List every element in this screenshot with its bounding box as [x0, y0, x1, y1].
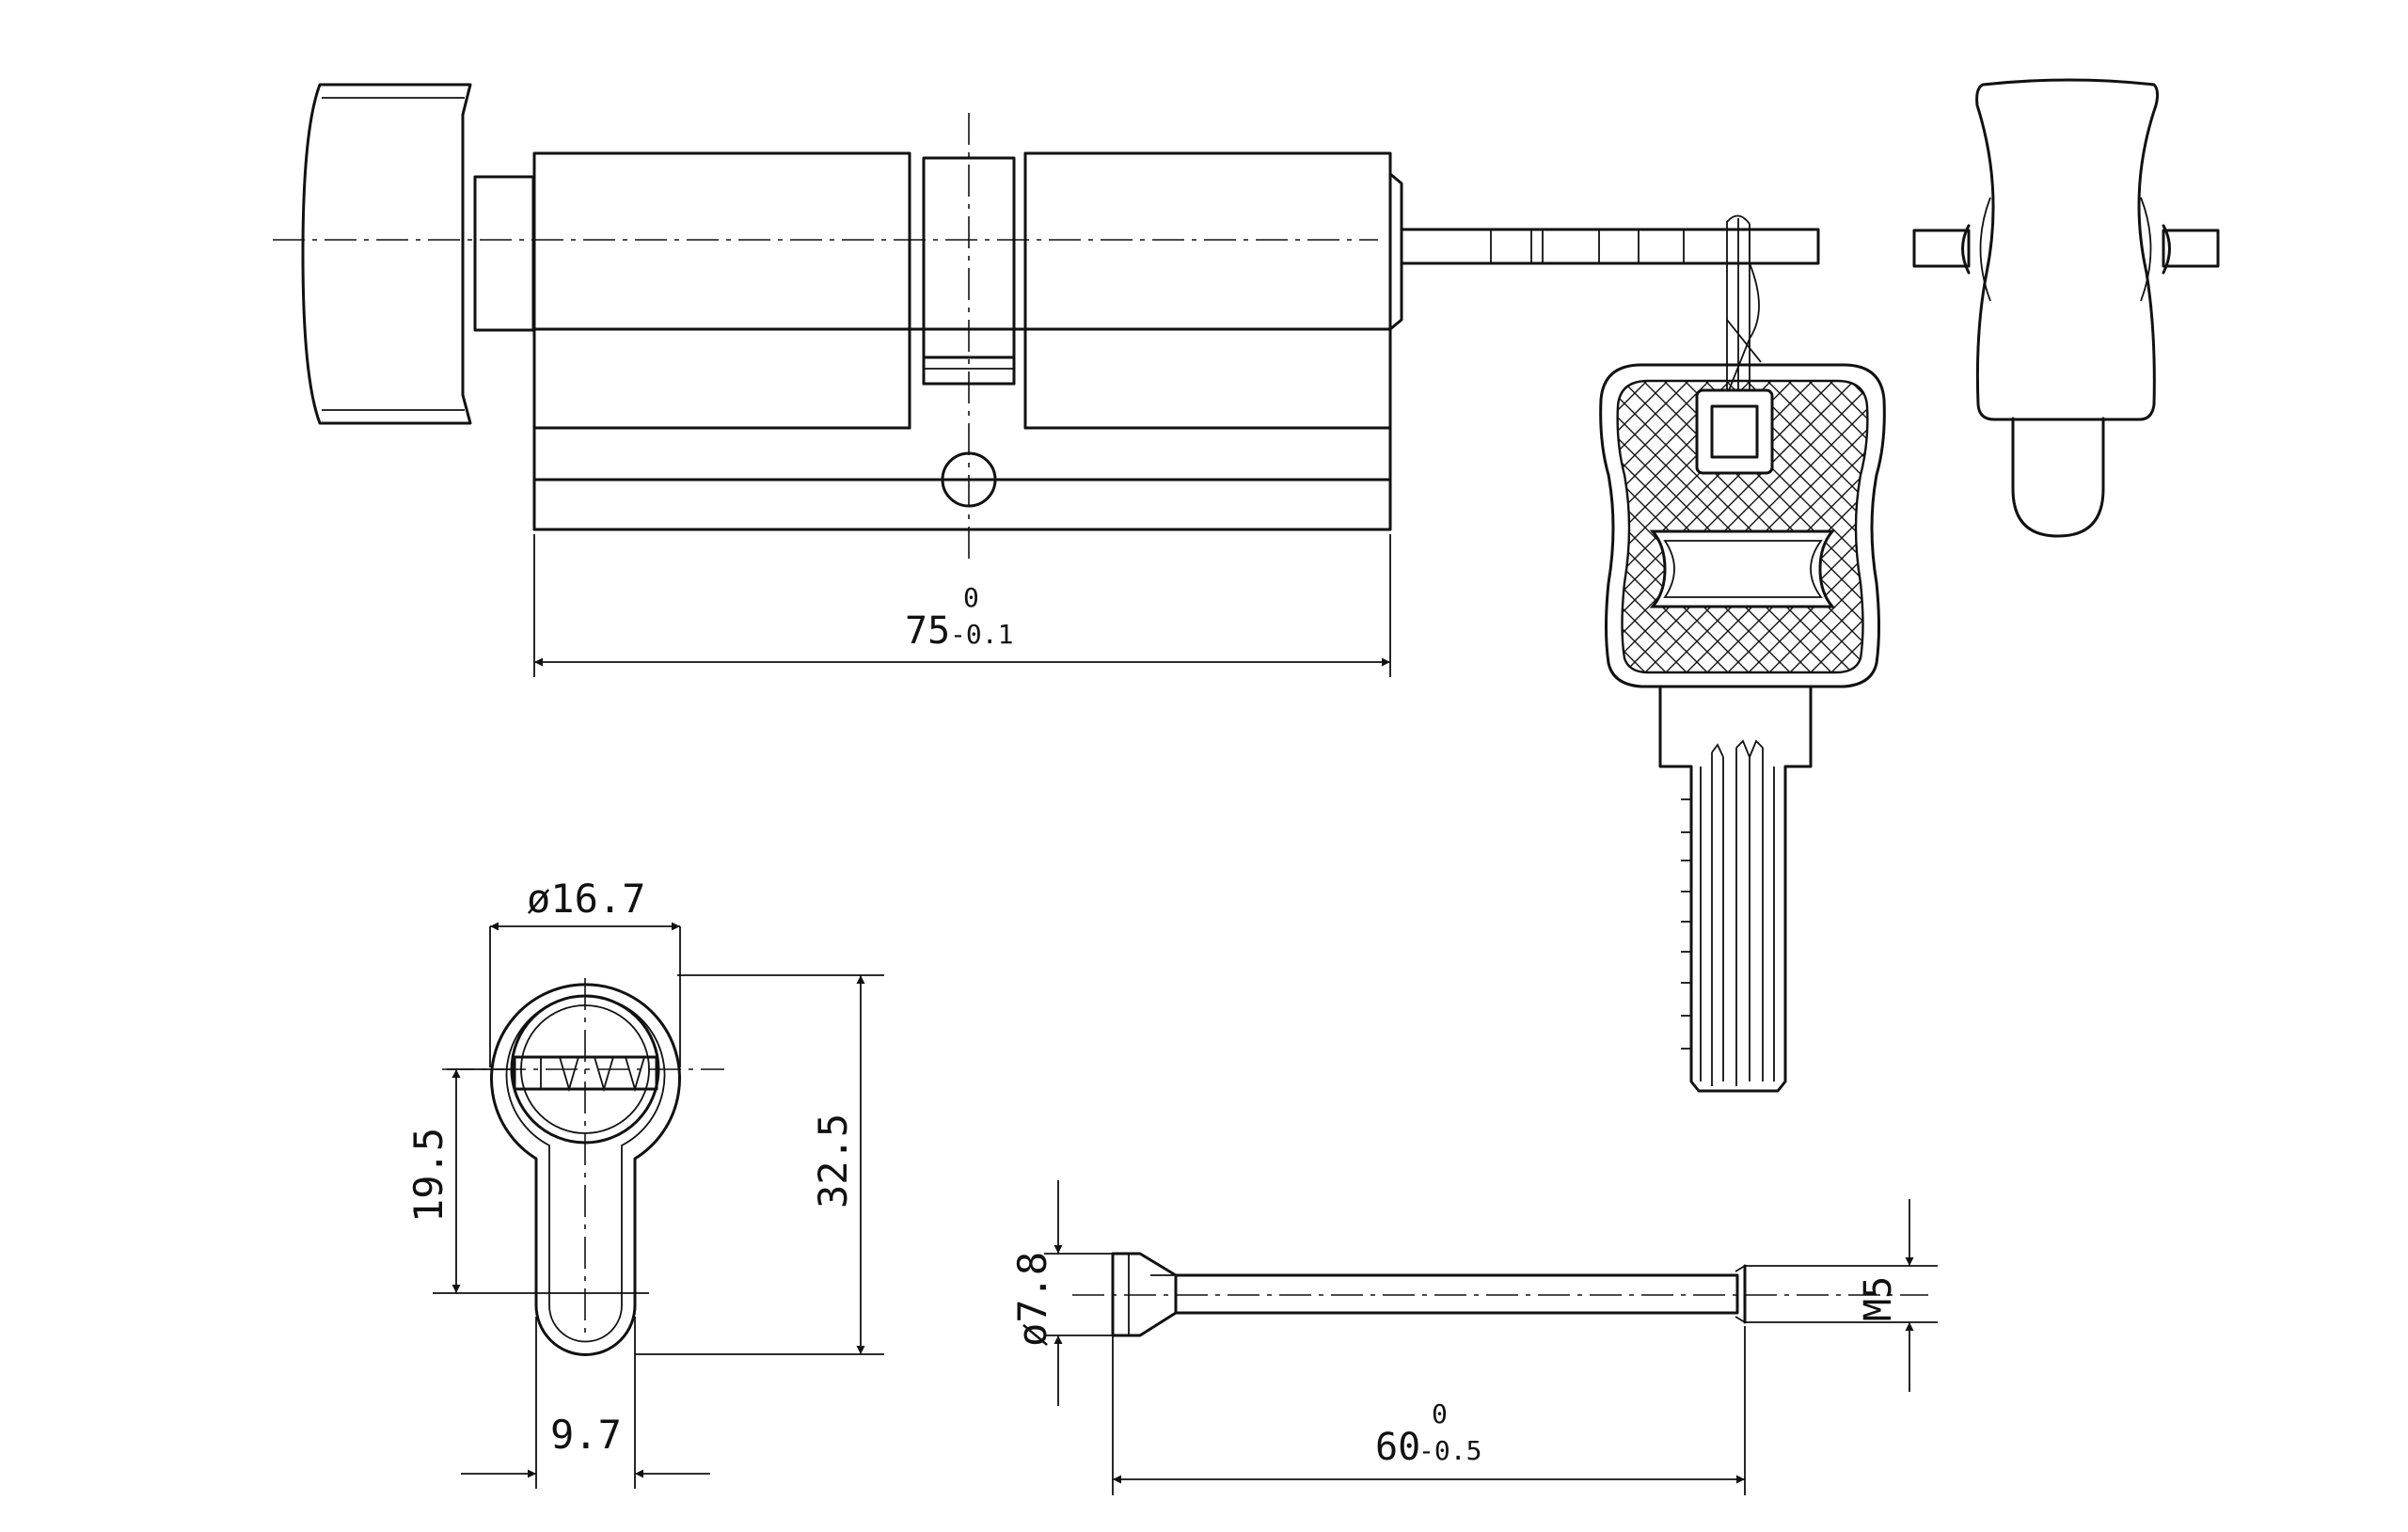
knob-end-view	[1912, 78, 2220, 538]
screw-length-upper-tol: 0	[1432, 1398, 1448, 1429]
overall-length-upper-tol: 0	[963, 582, 979, 613]
screw-thread-dimension: M5	[1745, 1199, 1938, 1392]
profile-height-dimension: 32.5	[635, 974, 884, 1355]
screw-length-dimension: 60 0 -0.5	[1112, 1326, 1746, 1495]
cylinder-side-view: 75 0 -0.1	[273, 83, 1820, 677]
cylinder-body	[532, 151, 1403, 531]
screw-head-diameter-label: ø7.8	[1009, 1252, 1055, 1347]
cam-diameter-dimension: ø16.7	[489, 876, 681, 1067]
cam	[908, 151, 1027, 508]
screw-length-lower-tol: -0.5	[1418, 1435, 1481, 1466]
center-height-label: 19.5	[405, 1128, 452, 1223]
cam-diameter-label: ø16.7	[527, 876, 645, 922]
connecting-screw: ø7.8 M5 60 0 -0.5	[1009, 1180, 1938, 1495]
profile-height-label: 32.5	[810, 1113, 856, 1208]
bottom-width-label: 9.7	[550, 1412, 622, 1458]
screw-thread-label: M5	[1857, 1276, 1900, 1321]
key-shaft	[1400, 228, 1820, 265]
bottom-width-dimension: 9.7	[461, 1317, 710, 1489]
cylinder-profile-view: ø16.7 19.5 32.5 9.7	[405, 876, 884, 1489]
key-ring	[1726, 214, 1762, 404]
overall-length-dimension: 75 0 -0.1	[533, 534, 1391, 677]
screw-head-diameter-dimension: ø7.8	[1009, 1180, 1113, 1406]
screw-length-value: 60	[1375, 1426, 1420, 1469]
screw-hole	[941, 451, 997, 508]
key	[1599, 363, 1886, 1093]
overall-length-value: 75	[905, 609, 950, 653]
thumb-turn-knob	[301, 83, 535, 425]
overall-length-lower-tol: -0.1	[950, 619, 1013, 650]
center-height-dimension: 19.5	[405, 1068, 649, 1294]
